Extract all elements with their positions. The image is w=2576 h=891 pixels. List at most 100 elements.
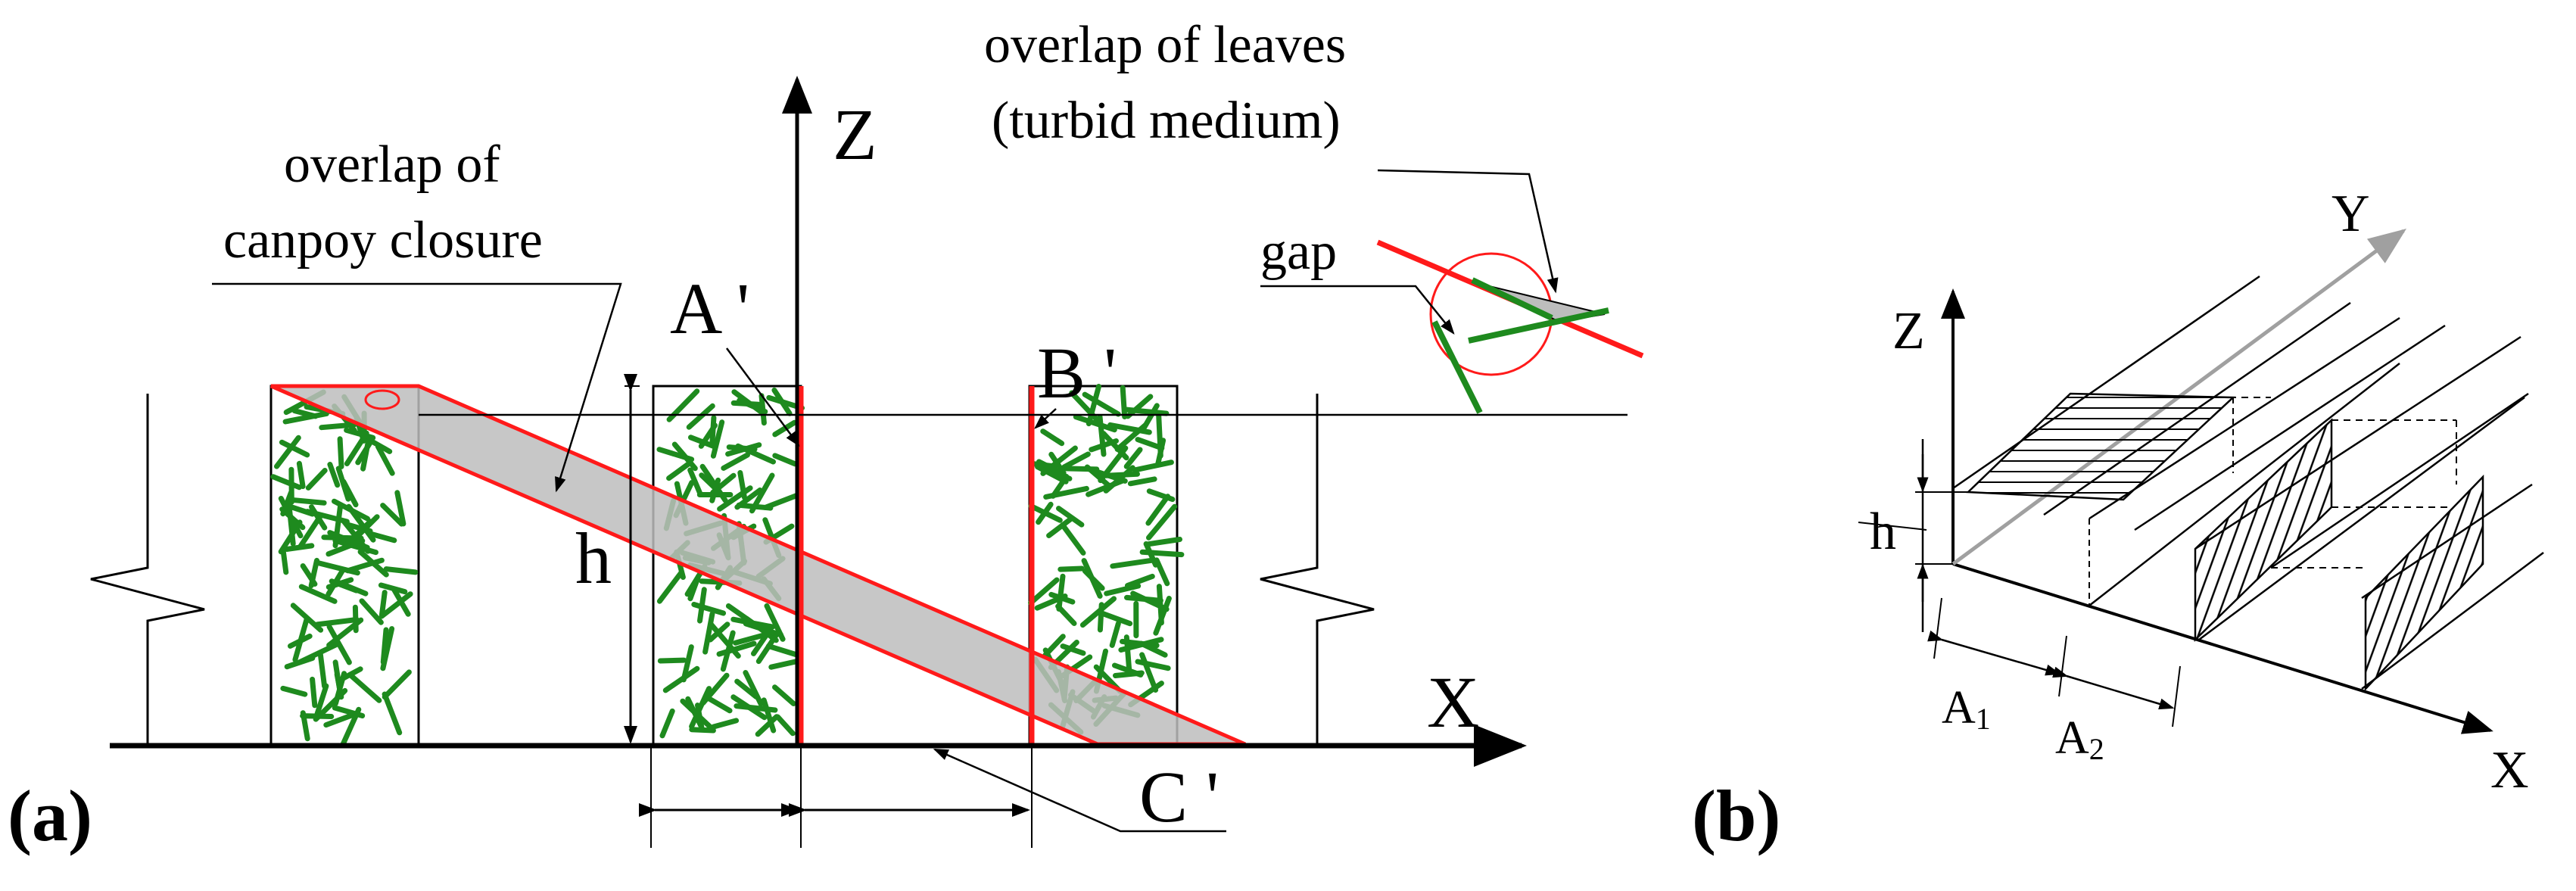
inset-leaf-3 bbox=[1431, 320, 1483, 414]
label-b-prime: B ' bbox=[1037, 332, 1117, 413]
leaf bbox=[359, 598, 384, 625]
leaf bbox=[1145, 494, 1171, 526]
leaf bbox=[686, 403, 715, 430]
label-z-axis-b: Z bbox=[1892, 302, 1925, 360]
label-a2-sub: 2 bbox=[2089, 732, 2104, 766]
leaf bbox=[341, 478, 359, 508]
label-overlap-leaves-1: overlap of leaves bbox=[984, 16, 1346, 74]
panel-b-labels: Z Y X h A1 A2 (b) bbox=[1692, 185, 2529, 856]
leader-a-prime bbox=[725, 347, 800, 447]
leaf bbox=[1056, 573, 1066, 612]
leaf bbox=[659, 708, 675, 739]
leaf bbox=[280, 548, 289, 575]
leaf bbox=[344, 557, 385, 574]
leaf bbox=[280, 685, 308, 697]
leaf bbox=[319, 422, 357, 431]
label-a1-main: A bbox=[1942, 682, 1976, 734]
leaf bbox=[308, 557, 319, 589]
panel-label-a: (a) bbox=[8, 775, 92, 856]
leaf bbox=[1028, 577, 1060, 606]
a-tick-2 bbox=[2058, 635, 2067, 697]
leaf bbox=[656, 447, 695, 463]
leaf bbox=[279, 439, 310, 458]
inset-leaf-2 bbox=[1468, 307, 1609, 344]
leaf bbox=[336, 666, 363, 684]
leaf bbox=[1110, 557, 1155, 569]
inset-leaf-1 bbox=[1471, 277, 1553, 321]
leaf bbox=[1132, 460, 1174, 473]
leaf bbox=[274, 435, 301, 469]
leaf bbox=[1100, 611, 1133, 627]
leaf bbox=[291, 408, 319, 419]
leaf bbox=[1040, 428, 1065, 447]
leaf bbox=[380, 626, 395, 671]
a-tick-1 bbox=[1933, 597, 1942, 659]
leaf bbox=[1104, 471, 1140, 478]
leaf bbox=[708, 621, 741, 659]
leaf bbox=[1154, 438, 1167, 468]
leaf bbox=[755, 714, 780, 737]
leaf bbox=[710, 419, 725, 459]
leaf bbox=[1127, 476, 1157, 487]
leaf bbox=[296, 460, 306, 489]
leaf bbox=[355, 438, 374, 466]
leader-b-prime bbox=[1034, 408, 1057, 429]
leaf bbox=[335, 579, 369, 597]
leaf bbox=[733, 632, 766, 646]
leaf bbox=[391, 587, 411, 617]
leaf bbox=[1146, 503, 1178, 541]
label-c-prime: C ' bbox=[1139, 756, 1219, 837]
leaf bbox=[337, 436, 344, 469]
label-overlap-leaves-2: (turbid medium) bbox=[992, 92, 1341, 150]
leaf bbox=[332, 537, 378, 556]
leaf bbox=[749, 472, 775, 514]
leaf bbox=[772, 453, 798, 467]
label-a1-sub: 1 bbox=[1976, 702, 1991, 736]
inset-leader-overlap bbox=[1377, 169, 1559, 294]
hedgerow-2-side-hatched bbox=[2194, 418, 2333, 642]
leaf bbox=[765, 643, 799, 657]
leaf bbox=[691, 602, 727, 616]
leaf bbox=[656, 569, 684, 604]
row-line-9 bbox=[2270, 392, 2529, 569]
leaf bbox=[1079, 596, 1117, 628]
leaf bbox=[326, 624, 352, 665]
leaf bbox=[394, 490, 406, 527]
row-line-10 bbox=[2134, 324, 2446, 531]
leaf bbox=[1135, 437, 1165, 451]
leaf bbox=[323, 712, 357, 728]
leaf bbox=[697, 587, 707, 624]
leaf bbox=[309, 504, 328, 531]
dim-arrow-b-a2 bbox=[2052, 666, 2175, 710]
leaf bbox=[1056, 506, 1085, 528]
x-axis-b bbox=[1952, 562, 2493, 734]
leaf bbox=[344, 427, 376, 441]
leaf bbox=[1060, 522, 1086, 556]
leaf bbox=[1123, 447, 1143, 469]
leaf bbox=[1112, 662, 1144, 678]
inset-leader-gap bbox=[1260, 285, 1455, 335]
label-gap: gap bbox=[1260, 223, 1337, 281]
leaf bbox=[282, 411, 329, 425]
leaf bbox=[761, 697, 777, 734]
leaf bbox=[1107, 422, 1152, 435]
leaf bbox=[734, 678, 759, 699]
leaf bbox=[270, 474, 302, 491]
leaf bbox=[344, 430, 369, 466]
leaf bbox=[1060, 643, 1086, 656]
leaf bbox=[743, 670, 764, 707]
leaf bbox=[327, 462, 341, 488]
label-a-prime: A ' bbox=[670, 268, 749, 349]
leaf bbox=[730, 616, 776, 630]
leaf bbox=[666, 461, 691, 481]
label-y-axis-b: Y bbox=[2331, 185, 2370, 243]
leaf bbox=[1061, 451, 1091, 470]
leaf bbox=[1125, 573, 1155, 588]
leaf bbox=[327, 530, 370, 550]
leaf bbox=[1120, 638, 1160, 649]
leaf bbox=[716, 640, 757, 657]
leaf bbox=[734, 703, 778, 713]
panel-b bbox=[1858, 229, 2544, 734]
leaf bbox=[662, 665, 700, 693]
